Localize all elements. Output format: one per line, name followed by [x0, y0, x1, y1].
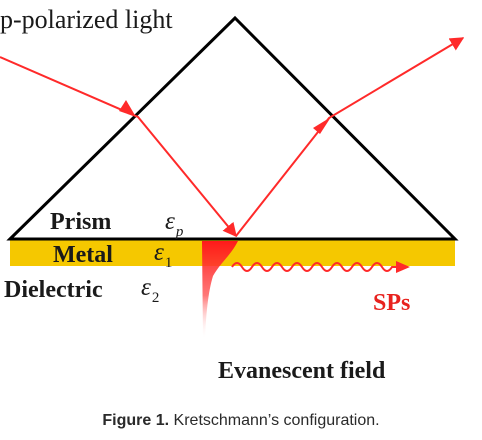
incident-light-label: p-polarized light	[0, 5, 173, 34]
reflected-ray	[235, 37, 465, 237]
prism-outline	[6, 15, 459, 241]
dielectric-epsilon-symbol: ε2	[141, 274, 159, 306]
metal-epsilon-symbol: ε1	[154, 239, 172, 271]
caption-prefix: Figure 1.	[102, 412, 170, 429]
surface-plasmon-wave	[231, 262, 402, 272]
figure-caption: Figure 1. Kretschmann’s configuration.	[0, 412, 482, 430]
reflected-ray-arrowhead	[313, 117, 331, 134]
caption-text: Kretschmann’s configuration.	[169, 412, 380, 429]
surface-plasmon-arrowhead	[396, 261, 410, 273]
incident-ray-arrowhead	[119, 100, 136, 117]
prism-epsilon-symbol: εp	[165, 208, 184, 240]
prism-label: Prism	[50, 209, 111, 235]
evanescent-field-label: Evanescent field	[218, 358, 386, 384]
dielectric-label: Dielectric	[4, 277, 103, 303]
metal-label: Metal	[53, 242, 113, 268]
sps-label: SPs	[373, 290, 410, 316]
evanescent-field	[202, 241, 238, 340]
incident-ray	[0, 56, 237, 238]
